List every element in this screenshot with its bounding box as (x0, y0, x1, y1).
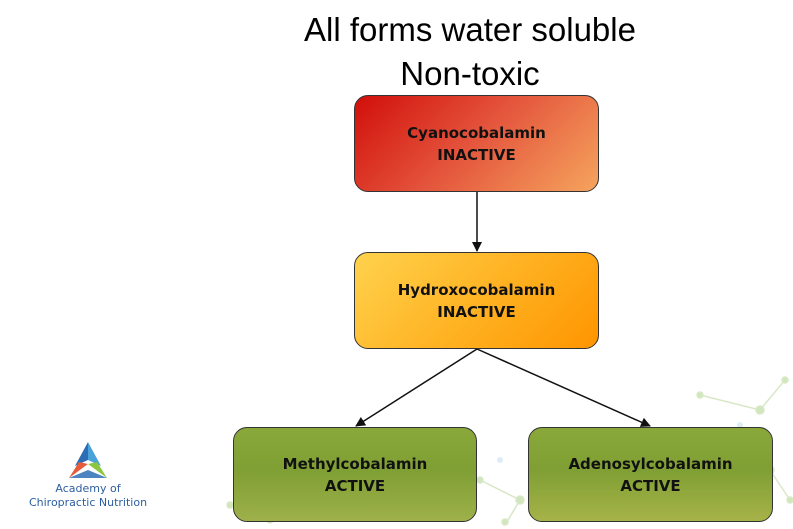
arrow-hydroxo-to-methyl (355, 348, 478, 427)
academy-logo-icon (69, 442, 107, 478)
node-methylcobalamin-status: ACTIVE (324, 476, 386, 495)
academy-logo: Academy of Chiropractic Nutrition (18, 440, 158, 515)
node-methylcobalamin-name: Methylcobalamin (282, 454, 428, 473)
node-cyanocobalamin-status: INACTIVE (437, 145, 516, 164)
node-hydroxocobalamin-name: Hydroxocobalamin (397, 280, 556, 299)
node-adenosylcobalamin: Adenosylcobalamin ACTIVE (528, 427, 773, 522)
node-cyanocobalamin: Cyanocobalamin INACTIVE (354, 95, 599, 192)
title-line-1: All forms water soluble (304, 11, 636, 48)
node-hydroxocobalamin: Hydroxocobalamin INACTIVE (354, 252, 599, 349)
logo-text-line-1: Academy of (55, 482, 121, 495)
node-methylcobalamin: Methylcobalamin ACTIVE (233, 427, 477, 522)
title-line-2: Non-toxic (400, 55, 540, 92)
node-adenosylcobalamin-name: Adenosylcobalamin (568, 454, 733, 473)
arrow-hydroxo-to-adenosyl (476, 348, 651, 427)
node-cyanocobalamin-name: Cyanocobalamin (407, 123, 546, 142)
logo-text-line-2: Chiropractic Nutrition (28, 496, 148, 509)
node-adenosylcobalamin-status: ACTIVE (620, 476, 681, 495)
node-hydroxocobalamin-status: INACTIVE (437, 302, 516, 321)
